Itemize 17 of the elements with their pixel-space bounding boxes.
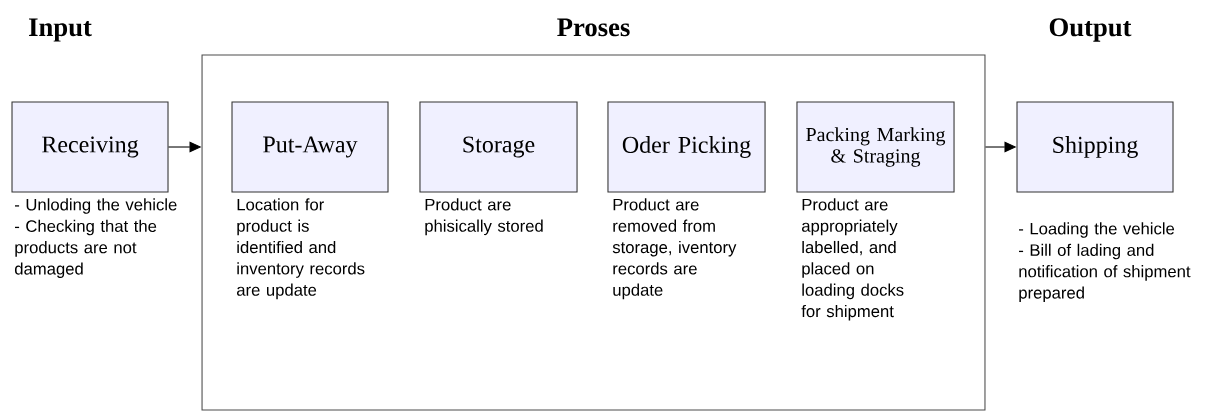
process-box: Storage bbox=[419, 101, 578, 193]
process-box: Put-Away bbox=[231, 101, 389, 193]
description-text: - Unloding the vehicle bbox=[15, 198, 177, 214]
process-box: Packing Marking & Straging bbox=[796, 101, 955, 193]
description-text: - Checking that the products are not damaged bbox=[14, 219, 157, 278]
description-text: Product are phisically stored bbox=[425, 198, 543, 236]
process-box: Oder Picking bbox=[607, 101, 766, 193]
process-box: Shipping bbox=[1016, 101, 1174, 193]
description-text: - Loading the vehicle bbox=[1019, 222, 1175, 238]
column-heading: Output bbox=[1049, 18, 1132, 42]
column-heading: Input bbox=[29, 18, 92, 42]
description-text: Location for product is identified and inventory records are update bbox=[237, 198, 365, 300]
description-text: Product are removed from storage, iventory records are update bbox=[612, 198, 737, 300]
description-text: Product are appropriately labelled, and placed on loading docks for shipment bbox=[801, 198, 904, 321]
node-label: Proses bbox=[557, 18, 630, 37]
process-box: Receiving bbox=[11, 101, 169, 193]
description-text: - Bill of lading and notification of shipment prepared bbox=[1019, 243, 1191, 302]
